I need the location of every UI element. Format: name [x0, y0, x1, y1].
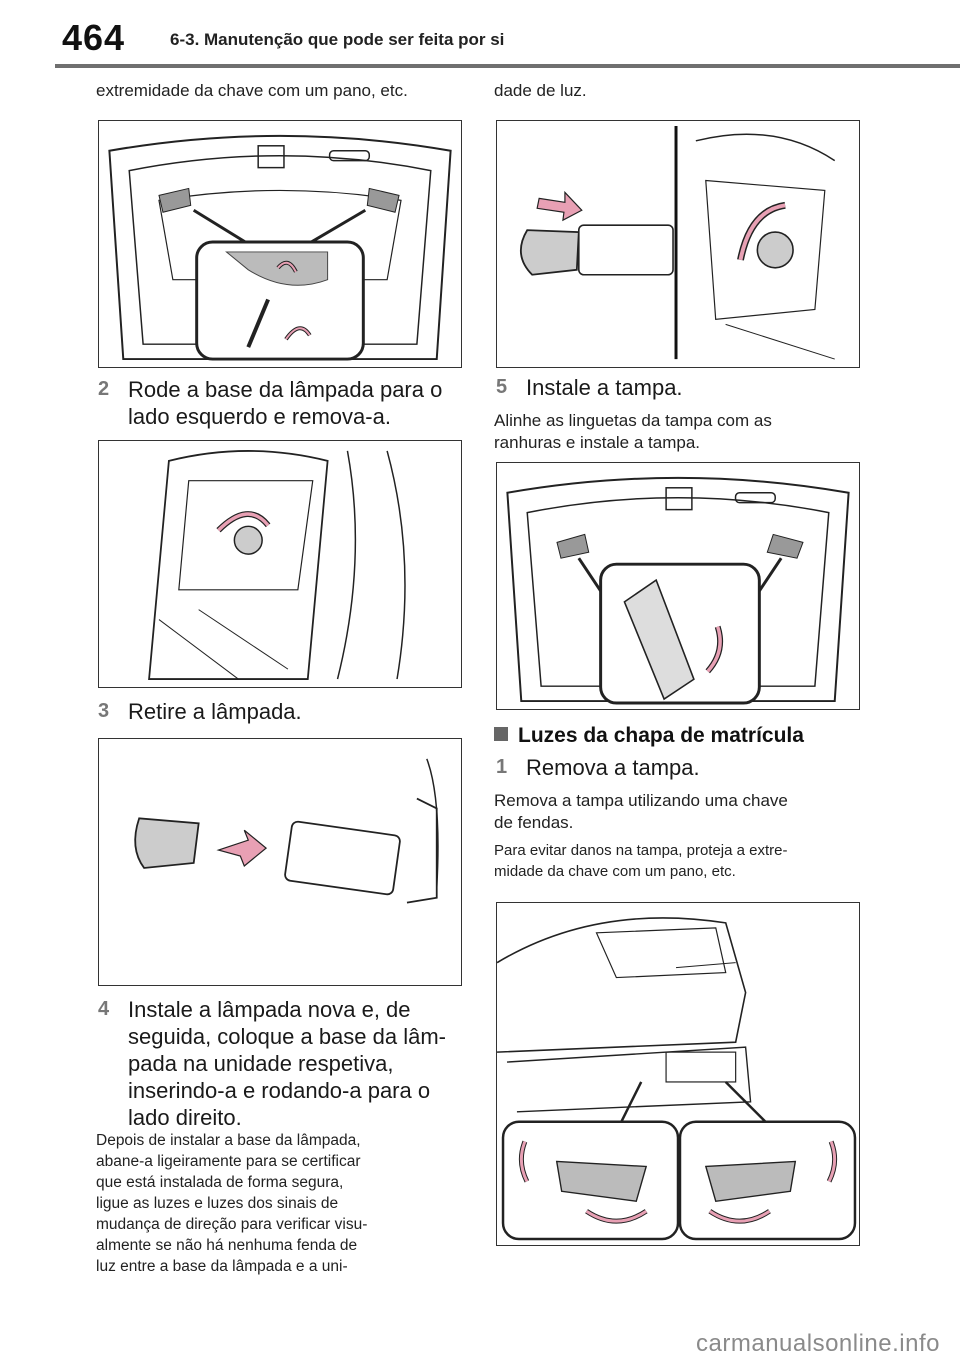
step-2-line1: Rode a base da lâmpada para o — [128, 377, 443, 402]
step-2-line2: lado esquerdo e remova-a. — [128, 404, 391, 429]
license-plate-illustration — [497, 917, 857, 1241]
bulb-install-illustration — [520, 125, 836, 360]
watermark: carmanualsonline.info — [696, 1330, 940, 1357]
step-2: 2 Rode a base da lâmpada para o lado esq… — [96, 376, 466, 430]
section-heading: Luzes da chapa de matrícula — [494, 722, 804, 750]
note-line: que está instalada de forma segura, — [96, 1174, 344, 1191]
step-5-note: Alinhe as linguetas da tampa com as ranh… — [494, 410, 864, 454]
step-1-note: Remova a tampa utilizando uma chave de f… — [494, 790, 864, 834]
right-top-text: dade de luz. — [494, 81, 587, 100]
bulb-remove-illustration — [134, 758, 439, 904]
step-5-number: 5 — [496, 376, 508, 398]
step-1: 1 Remova a tampa. — [494, 754, 864, 781]
step-1-label: Remova a tampa. — [526, 755, 700, 780]
note-line: Remova a tampa utilizando uma chave — [494, 791, 788, 810]
bulb-base-illustration — [148, 450, 406, 680]
note-line: Depois de instalar a base da lâmpada, — [96, 1132, 361, 1149]
left-top-text: extremidade da chave com um pano, etc. — [96, 81, 408, 100]
header-rule — [55, 64, 960, 68]
figure-tailgate-cover-removal — [98, 120, 462, 368]
page-number: 464 — [62, 17, 126, 58]
figure-license-plate-lights — [496, 902, 860, 1246]
note-line: abane-a ligeiramente para se certificar — [96, 1153, 361, 1170]
note-line: Alinhe as linguetas da tampa com as — [494, 411, 772, 430]
note-line: ligue as luzes e luzes dos sinais de — [96, 1195, 339, 1212]
note-line: Para evitar danos na tampa, proteja a ex… — [494, 842, 788, 859]
note-line: almente se não há nenhuma fenda de — [96, 1237, 358, 1254]
step-4-line5: lado direito. — [128, 1105, 242, 1130]
heading-square-icon — [494, 727, 508, 741]
page-header: 464 6-3. Manutenção que pode ser feita p… — [0, 0, 960, 68]
step-3-line1: Retire a lâmpada. — [128, 699, 302, 724]
tailgate-illustration — [108, 134, 452, 361]
section-heading-text: Luzes da chapa de matrícula — [518, 724, 804, 747]
step-4-line2: seguida, coloque a base da lâm- — [128, 1024, 446, 1049]
note-line: de fendas. — [494, 813, 574, 832]
step-4-line1: Instale a lâmpada nova e, de — [128, 997, 411, 1022]
step-3: 3 Retire a lâmpada. — [96, 698, 466, 725]
note-line: ranhuras e instale a tampa. — [494, 433, 701, 452]
step-4-number: 4 — [98, 998, 110, 1020]
step-1-number: 1 — [496, 756, 508, 778]
step-3-number: 3 — [98, 700, 110, 722]
note-line: midade da chave com um pano, etc. — [494, 863, 736, 880]
step-4-note: Depois de instalar a base da lâmpada, ab… — [96, 1130, 466, 1277]
cover-install-illustration — [506, 476, 850, 705]
step-1-small-note: Para evitar danos na tampa, proteja a ex… — [494, 840, 864, 882]
step-2-number: 2 — [98, 378, 110, 400]
step-5: 5 Instale a tampa. — [494, 374, 864, 401]
section-title: 6-3. Manutenção que pode ser feita por s… — [170, 30, 505, 49]
figure-bulb-remove — [98, 738, 462, 986]
note-line: luz entre a base da lâmpada e a uni- — [96, 1258, 348, 1275]
step-4-line3: pada na unidade respetiva, — [128, 1051, 394, 1076]
note-line: mudança de direção para verificar visu- — [96, 1216, 368, 1233]
step-4-line4: inserindo-a e rodando-a para o — [128, 1078, 431, 1103]
figure-bulb-base-rotate — [98, 440, 462, 688]
step-4: 4 Instale a lâmpada nova e, de seguida, … — [96, 996, 466, 1131]
step-5-label: Instale a tampa. — [526, 375, 683, 400]
figure-cover-install — [496, 462, 860, 710]
figure-bulb-install — [496, 120, 860, 368]
